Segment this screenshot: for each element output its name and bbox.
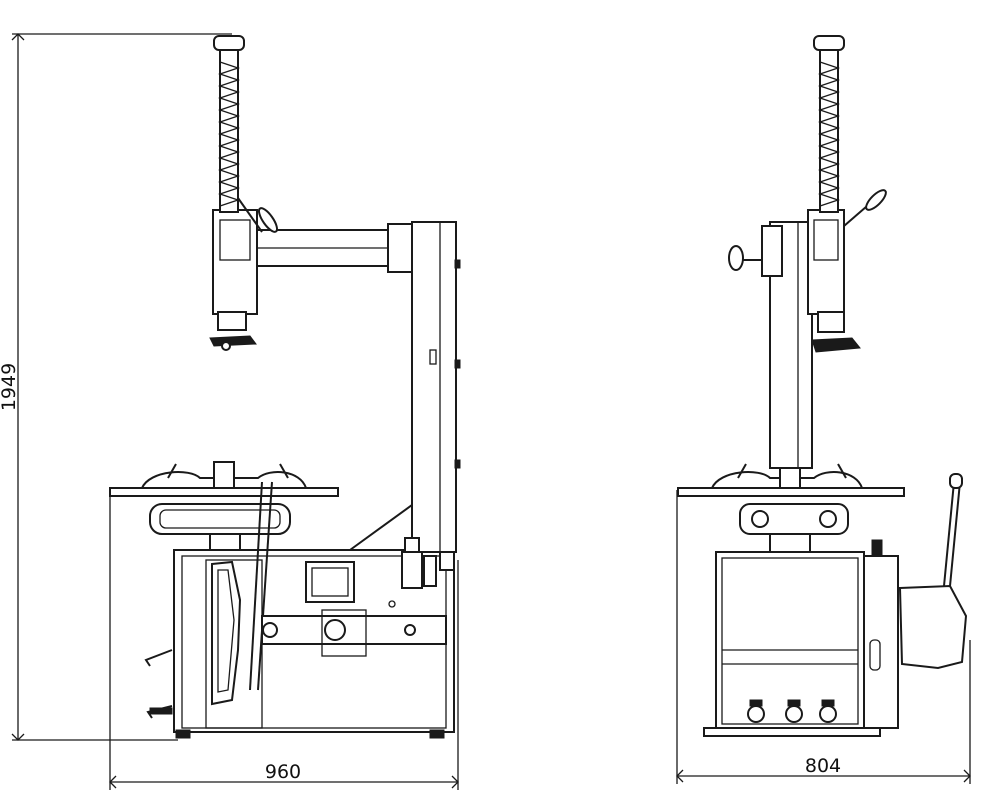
front-width-label: 804: [805, 755, 841, 777]
front-width-dimension: 804: [676, 490, 971, 784]
height-dimension: 1949: [0, 33, 232, 741]
side-width-dimension: 960: [109, 490, 459, 790]
side-width-label: 960: [265, 761, 301, 783]
front-view: [677, 35, 968, 737]
height-dimension-label: 1949: [0, 363, 20, 411]
side-view: [109, 35, 461, 739]
